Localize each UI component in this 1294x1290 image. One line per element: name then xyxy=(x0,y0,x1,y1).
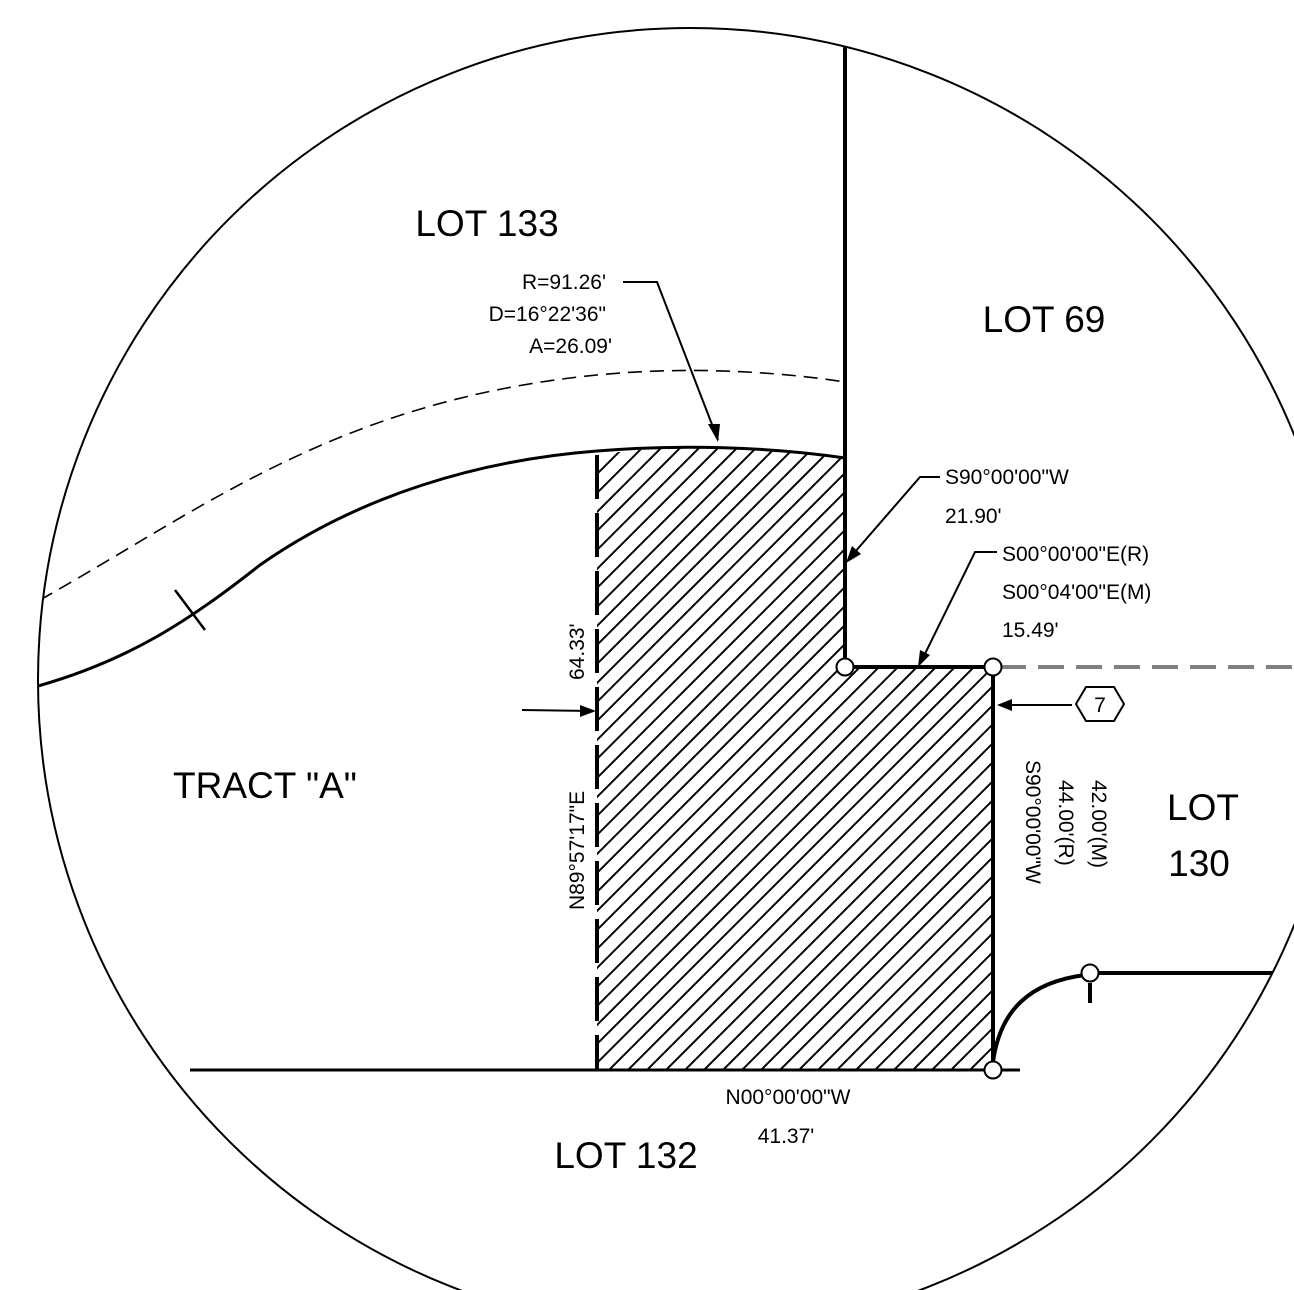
hatch-line xyxy=(597,446,993,1070)
lot-132-label: LOT 132 xyxy=(554,1135,697,1176)
lot-69-label: LOT 69 xyxy=(983,299,1106,340)
lot-130-return-curve xyxy=(991,973,1086,1063)
north-bearing: S90°00'00"W xyxy=(945,466,1069,489)
hatch-line xyxy=(597,446,993,1070)
hatch-line xyxy=(597,446,993,1070)
hatch-line xyxy=(597,446,993,1070)
hatch-line xyxy=(597,446,993,1070)
hatch-line xyxy=(597,446,993,1070)
hatch-line xyxy=(597,446,993,1070)
curve-tick-mark xyxy=(174,589,206,631)
south-bearing: N00°00'00"W xyxy=(726,1086,851,1109)
hatch-line xyxy=(597,446,993,1070)
hatch-line xyxy=(796,446,993,1070)
hatch-line xyxy=(597,446,993,1070)
hatch-line xyxy=(597,446,993,1070)
east-distance-record: 44.00'(R) xyxy=(1054,780,1077,866)
step-distance: 15.49' xyxy=(1002,619,1059,642)
curve-delta: D=16°22'36" xyxy=(489,303,606,326)
road-edge-curve xyxy=(38,445,846,688)
hatch-line xyxy=(597,446,993,1070)
step-bearing-record: S00°00'00"E(R) xyxy=(1002,543,1149,566)
hatch-line xyxy=(597,446,993,1070)
north-distance: 21.90' xyxy=(945,505,1002,528)
hatch-line xyxy=(597,446,993,1070)
hatch-line xyxy=(597,446,993,1070)
hatch-line xyxy=(597,446,993,1070)
tract-a-label: TRACT "A" xyxy=(173,765,357,806)
west-distance: 64.33' xyxy=(566,623,589,680)
hatch-line xyxy=(853,446,993,1070)
hatch-line xyxy=(834,446,993,1070)
hatch-line xyxy=(597,446,993,1070)
south-distance: 41.37' xyxy=(758,1125,815,1148)
hatch-line xyxy=(597,446,993,1070)
hatch-line xyxy=(815,446,993,1070)
lot-130-label-line2: 130 xyxy=(1168,843,1230,884)
hatch-line xyxy=(872,446,993,1070)
monument-circle xyxy=(983,1060,1003,1080)
hatch-line xyxy=(597,446,993,1070)
hatch-line xyxy=(597,446,993,1070)
callout-7-text: 7 xyxy=(1094,694,1106,717)
east-bearing: S90°00'00"W xyxy=(1021,760,1044,884)
hatch-line xyxy=(597,446,993,1070)
monument-circle xyxy=(983,657,1003,677)
hatch-line xyxy=(597,446,993,1070)
lot-130-label-line1: LOT xyxy=(1167,787,1239,828)
hatch-line xyxy=(891,446,993,1070)
hatch-line xyxy=(597,446,993,1070)
curve-radius: R=91.26' xyxy=(522,271,606,294)
hatch-line xyxy=(597,446,993,1070)
hatch-line xyxy=(597,446,993,1070)
curve-leader xyxy=(623,281,719,441)
hatch-line xyxy=(597,446,993,1070)
hatch-line xyxy=(597,446,993,1070)
east-distance-measured: 42.00'(M) xyxy=(1087,780,1110,868)
hatch-line xyxy=(597,446,993,1070)
lot-133-label: LOT 133 xyxy=(415,203,558,244)
callout-7-marker: 7 xyxy=(1074,686,1126,722)
hatch-line xyxy=(777,446,993,1070)
west-bearing: N89°57'17"E xyxy=(566,791,589,910)
hatch-line xyxy=(597,446,993,1070)
step-bearing-measured: S00°04'00"E(M) xyxy=(1002,581,1151,604)
curve-arc-length: A=26.09' xyxy=(529,335,612,358)
dashed-row-curve xyxy=(39,369,846,601)
hatch-line xyxy=(597,446,993,1070)
step-call-leader xyxy=(919,551,997,665)
north-call-leader xyxy=(847,476,940,561)
monument-circle xyxy=(835,657,855,677)
hatch-line xyxy=(597,446,993,1070)
detail-circle-border xyxy=(37,27,1294,1290)
monument-circle xyxy=(1080,963,1100,983)
